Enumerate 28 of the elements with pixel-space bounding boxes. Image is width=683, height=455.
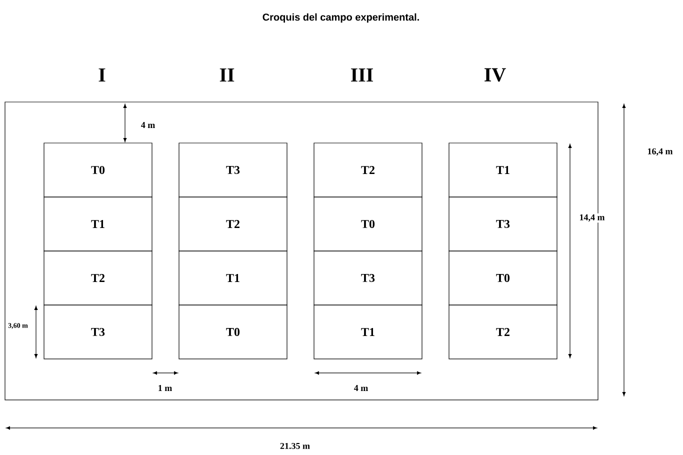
plot-cell: T3 (314, 250, 422, 306)
plot-cell: T3 (178, 142, 288, 198)
dimension-label: 4 m (352, 384, 370, 392)
plot-cell: T1 (314, 304, 422, 360)
block-numeral: I (97, 67, 107, 83)
plot-cell: T3 (448, 196, 558, 252)
plot-cell: T1 (448, 142, 558, 198)
dimension-label: 1 m (156, 384, 174, 392)
field-outline (4, 102, 598, 400)
dimension-label: 16,4 m (646, 147, 674, 157)
plot-cell: T0 (314, 196, 422, 252)
plot-cell: T2 (44, 250, 152, 306)
dimension-label: 21.35 m (279, 442, 311, 450)
plot-cell: T2 (178, 196, 288, 252)
plot-cell: T0 (44, 142, 152, 198)
plot-cell: T0 (178, 304, 288, 360)
plot-cell: T3 (44, 304, 152, 360)
plot-cell: T1 (178, 250, 288, 306)
block-numeral: IV (482, 67, 508, 83)
dimension-label: 14,4 m (578, 213, 606, 223)
plot-cell: T2 (314, 142, 422, 198)
block-numeral: II (218, 67, 236, 83)
plot-cell: T0 (448, 250, 558, 306)
block-numeral: III (349, 67, 375, 83)
plot-cell: T1 (44, 196, 152, 252)
title: Croquis del campo experimental. (262, 13, 419, 23)
dimension-label: 4 m (140, 121, 156, 129)
plot-cell: T2 (448, 304, 558, 360)
